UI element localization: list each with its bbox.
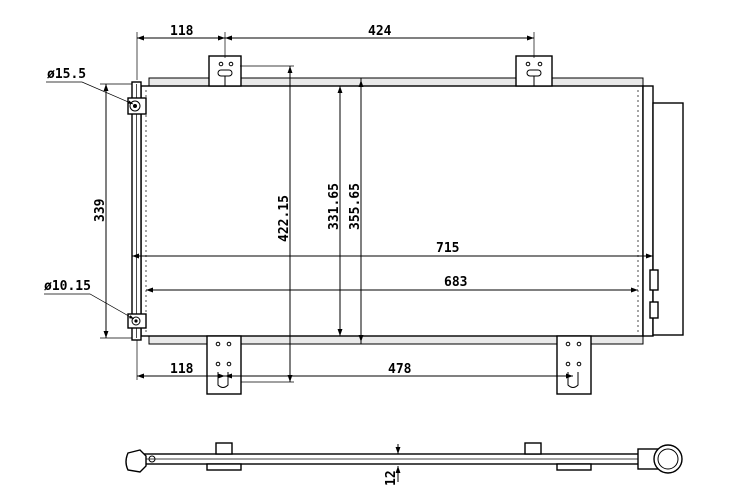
side-bracket-top-left (215, 442, 233, 455)
dimension-labels: 118 424 118 478 339 422.15 331.65 355.65… (44, 24, 467, 486)
dim-height-left: 339 (93, 199, 108, 222)
side-view (125, 442, 683, 474)
top-bracket-left (208, 55, 242, 87)
dim-hole-top: ø15.5 (47, 67, 86, 82)
side-bracket-top-right (524, 442, 542, 455)
side-bracket-bottom-left (206, 463, 242, 471)
dim-bottom-left-offset: 118 (170, 362, 194, 377)
dim-bottom-span: 478 (388, 362, 412, 377)
dim-height-422: 422.15 (277, 195, 292, 242)
top-bracket-right (515, 55, 553, 87)
bottom-bracket-left (206, 335, 242, 395)
dimension-lines (44, 32, 653, 482)
right-header-tube (642, 85, 654, 337)
dim-height-331: 331.65 (327, 183, 342, 230)
dim-height-355: 355.65 (348, 183, 363, 230)
dim-thickness: 12 (384, 470, 399, 486)
left-mount-top (127, 97, 147, 115)
dim-width-715: 715 (436, 241, 459, 256)
side-bracket-bottom-right (556, 463, 592, 471)
receiver-drier (652, 102, 684, 336)
dim-top-span: 424 (368, 24, 392, 39)
side-receiver-inner (657, 448, 679, 470)
bottom-bracket-right (556, 335, 592, 395)
left-mount-bottom (127, 313, 147, 329)
front-view (127, 55, 684, 395)
dim-top-left-offset: 118 (170, 24, 194, 39)
condenser-core (140, 85, 644, 337)
receiver-bracket-lower (649, 301, 659, 319)
dim-hole-bottom: ø10.15 (44, 279, 91, 294)
side-left-fitting (125, 449, 147, 473)
side-left-port (148, 455, 156, 463)
dim-width-683: 683 (444, 275, 467, 290)
receiver-bracket-upper (649, 269, 659, 291)
